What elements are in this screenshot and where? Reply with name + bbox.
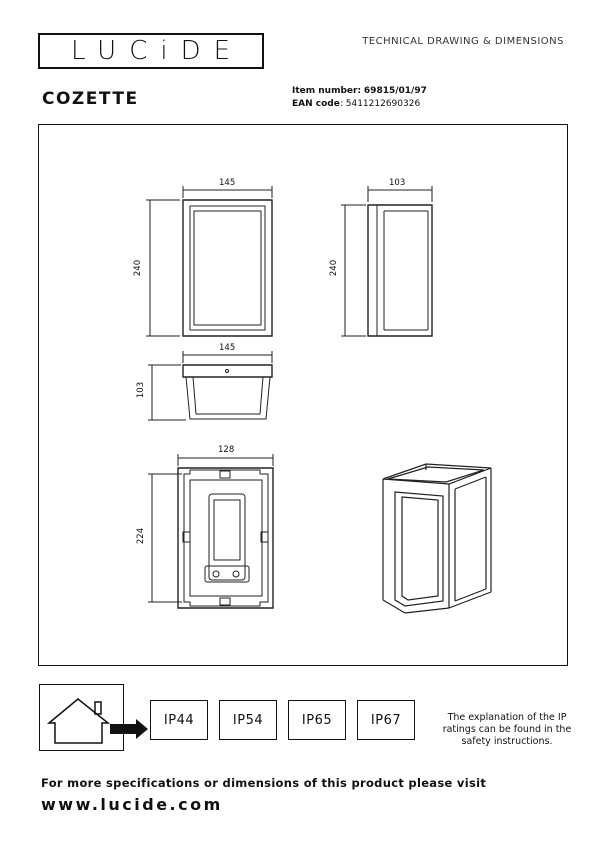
document-type: TECHNICAL DRAWING & DIMENSIONS: [362, 36, 564, 47]
ip-rating-67: IP67: [357, 700, 415, 740]
drawing-frame: [38, 124, 568, 666]
footer-text: For more specifications or dimensions of…: [41, 776, 487, 790]
ean-label: EAN code: [292, 99, 340, 109]
ip-rating-65: IP65: [288, 700, 346, 740]
top-width-label: 145: [219, 343, 236, 353]
side-depth-label: 103: [389, 178, 406, 188]
product-name: COZETTE: [42, 89, 139, 109]
front-height-label: 240: [133, 259, 144, 277]
back-width-label: 128: [218, 445, 235, 455]
item-number-value: 69815/01/97: [363, 86, 427, 96]
side-height-label: 240: [329, 259, 340, 277]
house-icon: [40, 685, 125, 752]
item-number: Item number: 69815/01/97: [292, 86, 427, 96]
website-link[interactable]: www.lucide.com: [41, 795, 223, 814]
front-width-label: 145: [219, 178, 236, 188]
ip-rating-54: IP54: [219, 700, 277, 740]
ip-explanation-note: The explanation of the IP ratings can be…: [442, 712, 572, 747]
ean-value: : 5411212690326: [339, 99, 421, 109]
back-view: [148, 454, 273, 608]
back-height-label: 224: [136, 527, 147, 545]
house-icon-box: [39, 684, 124, 751]
arrow-right-icon: [110, 719, 148, 739]
top-view: [148, 351, 272, 420]
top-depth-label: 103: [136, 381, 147, 399]
ip-rating-44: IP44: [150, 700, 208, 740]
perspective-view: [383, 464, 491, 613]
side-view: [341, 186, 432, 336]
front-view: [146, 186, 272, 336]
ean-code: EAN code: 5411212690326: [292, 99, 420, 109]
item-number-label: Item number:: [292, 86, 362, 96]
brand-logo: LUCiDE: [38, 33, 264, 69]
